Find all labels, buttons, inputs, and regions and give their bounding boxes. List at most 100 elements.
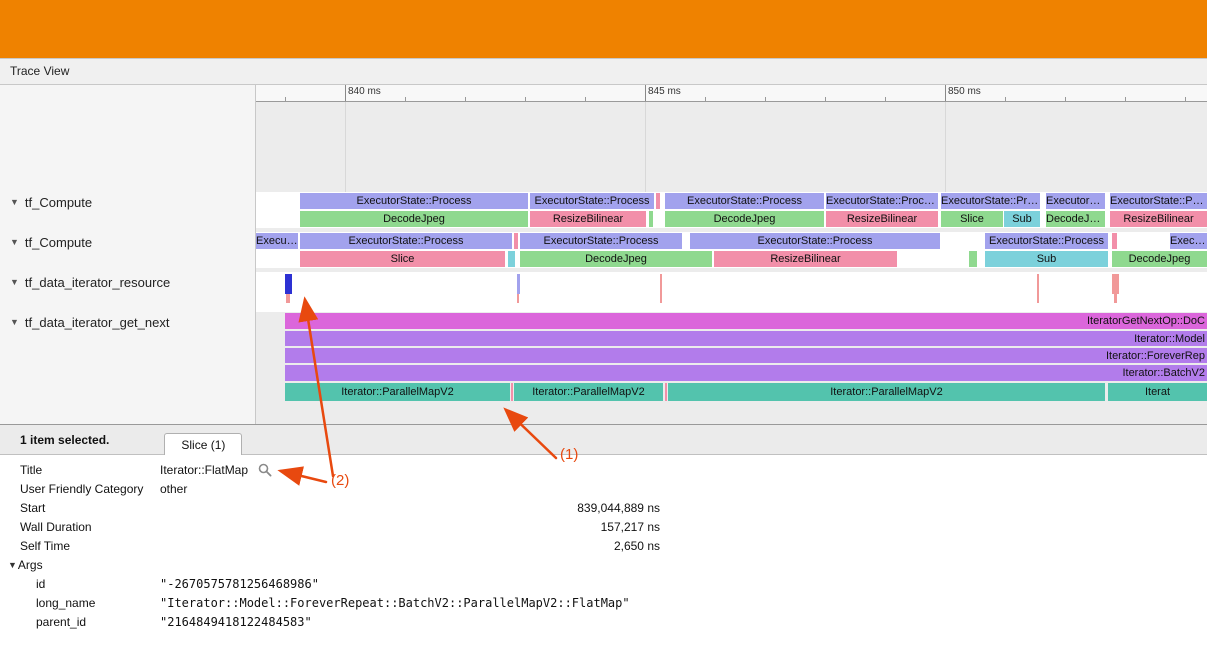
trace-slice-iterator-foreverrep[interactable]: Iterator::ForeverRep xyxy=(285,348,1207,363)
ruler-major-tick xyxy=(345,85,346,101)
tab-slice[interactable]: Slice (1) xyxy=(164,433,243,455)
trace-slice[interactable] xyxy=(649,211,653,227)
trace-slice-executorstate-process[interactable]: ExecutorState::Process xyxy=(530,193,654,209)
trace-slice-resizebilinear[interactable]: ResizeBilinear xyxy=(530,211,646,227)
selection-count: 1 item selected. xyxy=(20,432,110,447)
trace-slice[interactable] xyxy=(514,233,518,249)
trace-slice-executorstate-process[interactable]: ExecutorState::Process xyxy=(300,233,512,249)
trace-slice-sub[interactable]: Sub xyxy=(1004,211,1040,227)
field-value: Iterator::FlatMap xyxy=(160,463,272,477)
arg-label: id xyxy=(36,576,46,591)
arg-label: parent_id xyxy=(36,614,87,629)
trace-slice[interactable] xyxy=(517,274,520,294)
collapse-triangle-icon: ▼ xyxy=(10,317,19,327)
trace-slice-iterator-parallelmapv2[interactable]: Iterator::ParallelMapV2 xyxy=(514,383,663,401)
track-name: tf_Compute xyxy=(24,194,93,210)
trace-slice-resizebilinear[interactable]: ResizeBilinear xyxy=(714,251,897,267)
ruler-tick-label: 845 ms xyxy=(648,86,681,97)
trace-slice[interactable] xyxy=(1112,274,1119,294)
field-label: User Friendly Category xyxy=(20,481,144,496)
trace-slice-executorstate-process[interactable]: ExecutorState::Process xyxy=(1110,193,1207,209)
trace-slice[interactable] xyxy=(1114,294,1117,303)
trace-slice[interactable] xyxy=(665,383,667,401)
trace-slice-resizebilinear[interactable]: ResizeBilinear xyxy=(1110,211,1207,227)
trace-slice-executorstate-process[interactable]: ExecutorState::Process xyxy=(1170,233,1207,249)
lane-tf-compute-2-process: ExecutorState::ProcessExecutorState::Pro… xyxy=(256,232,1207,250)
ruler-minor-tick xyxy=(1125,97,1126,101)
collapse-triangle-icon: ▼ xyxy=(10,277,19,287)
trace-view-title: Trace View xyxy=(0,59,1207,85)
trace-slice-iterator-parallelmapv2[interactable]: Iterator::ParallelMapV2 xyxy=(668,383,1105,401)
field-label: Start xyxy=(20,500,46,515)
sidebar-item-tf-compute-1[interactable]: ▼ tf_Compute xyxy=(10,194,92,210)
trace-slice-iterator-model[interactable]: Iterator::Model xyxy=(285,331,1207,346)
trace-slice-decodejpeg[interactable]: DecodeJpeg xyxy=(520,251,712,267)
trace-slice-executorstate-process[interactable]: ExecutorState::Process xyxy=(520,233,682,249)
ruler-major-tick xyxy=(645,85,646,101)
trace-slice-iterator-batchv2[interactable]: Iterator::BatchV2 xyxy=(285,365,1207,381)
trace-slice-decodejpeg[interactable]: DecodeJpeg xyxy=(1046,211,1105,227)
ruler-minor-tick xyxy=(885,97,886,101)
trace-slice[interactable] xyxy=(508,251,515,267)
trace-slice-executorstate-process[interactable]: ExecutorState::Process xyxy=(256,233,298,249)
trace-slice-decodejpeg[interactable]: DecodeJpeg xyxy=(1112,251,1207,267)
trace-slice[interactable] xyxy=(517,294,519,303)
trace-slice-resizebilinear[interactable]: ResizeBilinear xyxy=(826,211,938,227)
detail-row-category: User Friendly Category other xyxy=(0,479,1207,498)
trace-slice[interactable] xyxy=(285,274,292,294)
args-label: Args xyxy=(17,557,43,572)
track-name: tf_data_iterator_resource xyxy=(24,274,171,290)
magnifier-icon[interactable] xyxy=(258,463,272,477)
arg-row-long-name: long_name "Iterator::Model::ForeverRepea… xyxy=(0,593,1207,612)
trace-slice[interactable] xyxy=(660,274,662,303)
trace-slice-executorstate-process[interactable]: ExecutorState::Process xyxy=(665,193,824,209)
ruler-minor-tick xyxy=(1185,97,1186,101)
lane-get-next-row2: Iterator::Model xyxy=(256,330,1207,347)
sidebar-item-tf-data-iterator-get-next[interactable]: ▼ tf_data_iterator_get_next xyxy=(10,314,169,330)
trace-slice[interactable] xyxy=(969,251,977,267)
trace-slice-slice[interactable]: Slice xyxy=(941,211,1003,227)
arg-value: "-2670575781256468986" xyxy=(160,576,319,591)
trace-slice-iterator-parallelmapv2[interactable]: Iterator::ParallelMapV2 xyxy=(285,383,510,401)
trace-slice[interactable] xyxy=(1037,274,1039,303)
trace-slice-decodejpeg[interactable]: DecodeJpeg xyxy=(665,211,824,227)
trace-slice-iteratorgetnextop-doc[interactable]: IteratorGetNextOp::DoC xyxy=(285,313,1207,329)
trace-view-panel: Trace View ▼ tf_Compute ▼ tf_Compute ▼ t… xyxy=(0,58,1207,425)
trace-slice[interactable] xyxy=(286,294,290,303)
track-sidebar: ▼ tf_Compute ▼ tf_Compute ▼ tf_data_iter… xyxy=(0,85,256,425)
trace-slice[interactable] xyxy=(656,193,660,209)
sidebar-item-tf-data-iterator-resource[interactable]: ▼ tf_data_iterator_resource xyxy=(10,274,170,290)
timeline-gridline xyxy=(345,102,346,192)
sidebar-item-tf-compute-2[interactable]: ▼ tf_Compute xyxy=(10,234,92,250)
arg-row-id: id "-2670575781256468986" xyxy=(0,574,1207,593)
trace-slice-decodejpeg[interactable]: DecodeJpeg xyxy=(300,211,528,227)
trace-slice[interactable] xyxy=(511,383,513,401)
field-value: 157,217 ns xyxy=(600,519,660,534)
trace-slice-executorstate-process[interactable]: ExecutorState::Process xyxy=(941,193,1040,209)
args-section-header[interactable]: ▼ Args xyxy=(0,555,1207,574)
ruler-major-tick xyxy=(945,85,946,101)
details-header: 1 item selected. Slice (1) xyxy=(0,424,1207,455)
track-name: tf_Compute xyxy=(24,234,93,250)
arg-value: "Iterator::Model::ForeverRepeat::BatchV2… xyxy=(160,595,630,610)
trace-slice-sub[interactable]: Sub xyxy=(985,251,1108,267)
trace-slice-executorstate-process[interactable]: ExecutorState::Process xyxy=(1046,193,1105,209)
collapse-triangle-icon: ▼ xyxy=(8,559,17,570)
ruler-minor-tick xyxy=(825,97,826,101)
trace-slice[interactable] xyxy=(1112,233,1117,249)
trace-slice-executorstate-process[interactable]: ExecutorState::Process xyxy=(690,233,940,249)
trace-slice-executorstate-process[interactable]: ExecutorState::Process xyxy=(300,193,528,209)
timeline-gridline xyxy=(945,102,946,192)
trace-slice-slice[interactable]: Slice xyxy=(300,251,505,267)
trace-slice-iterat[interactable]: Iterat xyxy=(1108,383,1207,401)
detail-row-start: Start 839,044,889 ns xyxy=(0,498,1207,517)
trace-slice-executorstate-process[interactable]: ExecutorState::Process xyxy=(985,233,1108,249)
trace-slice-executorstate-process[interactable]: ExecutorState::Process xyxy=(826,193,938,209)
